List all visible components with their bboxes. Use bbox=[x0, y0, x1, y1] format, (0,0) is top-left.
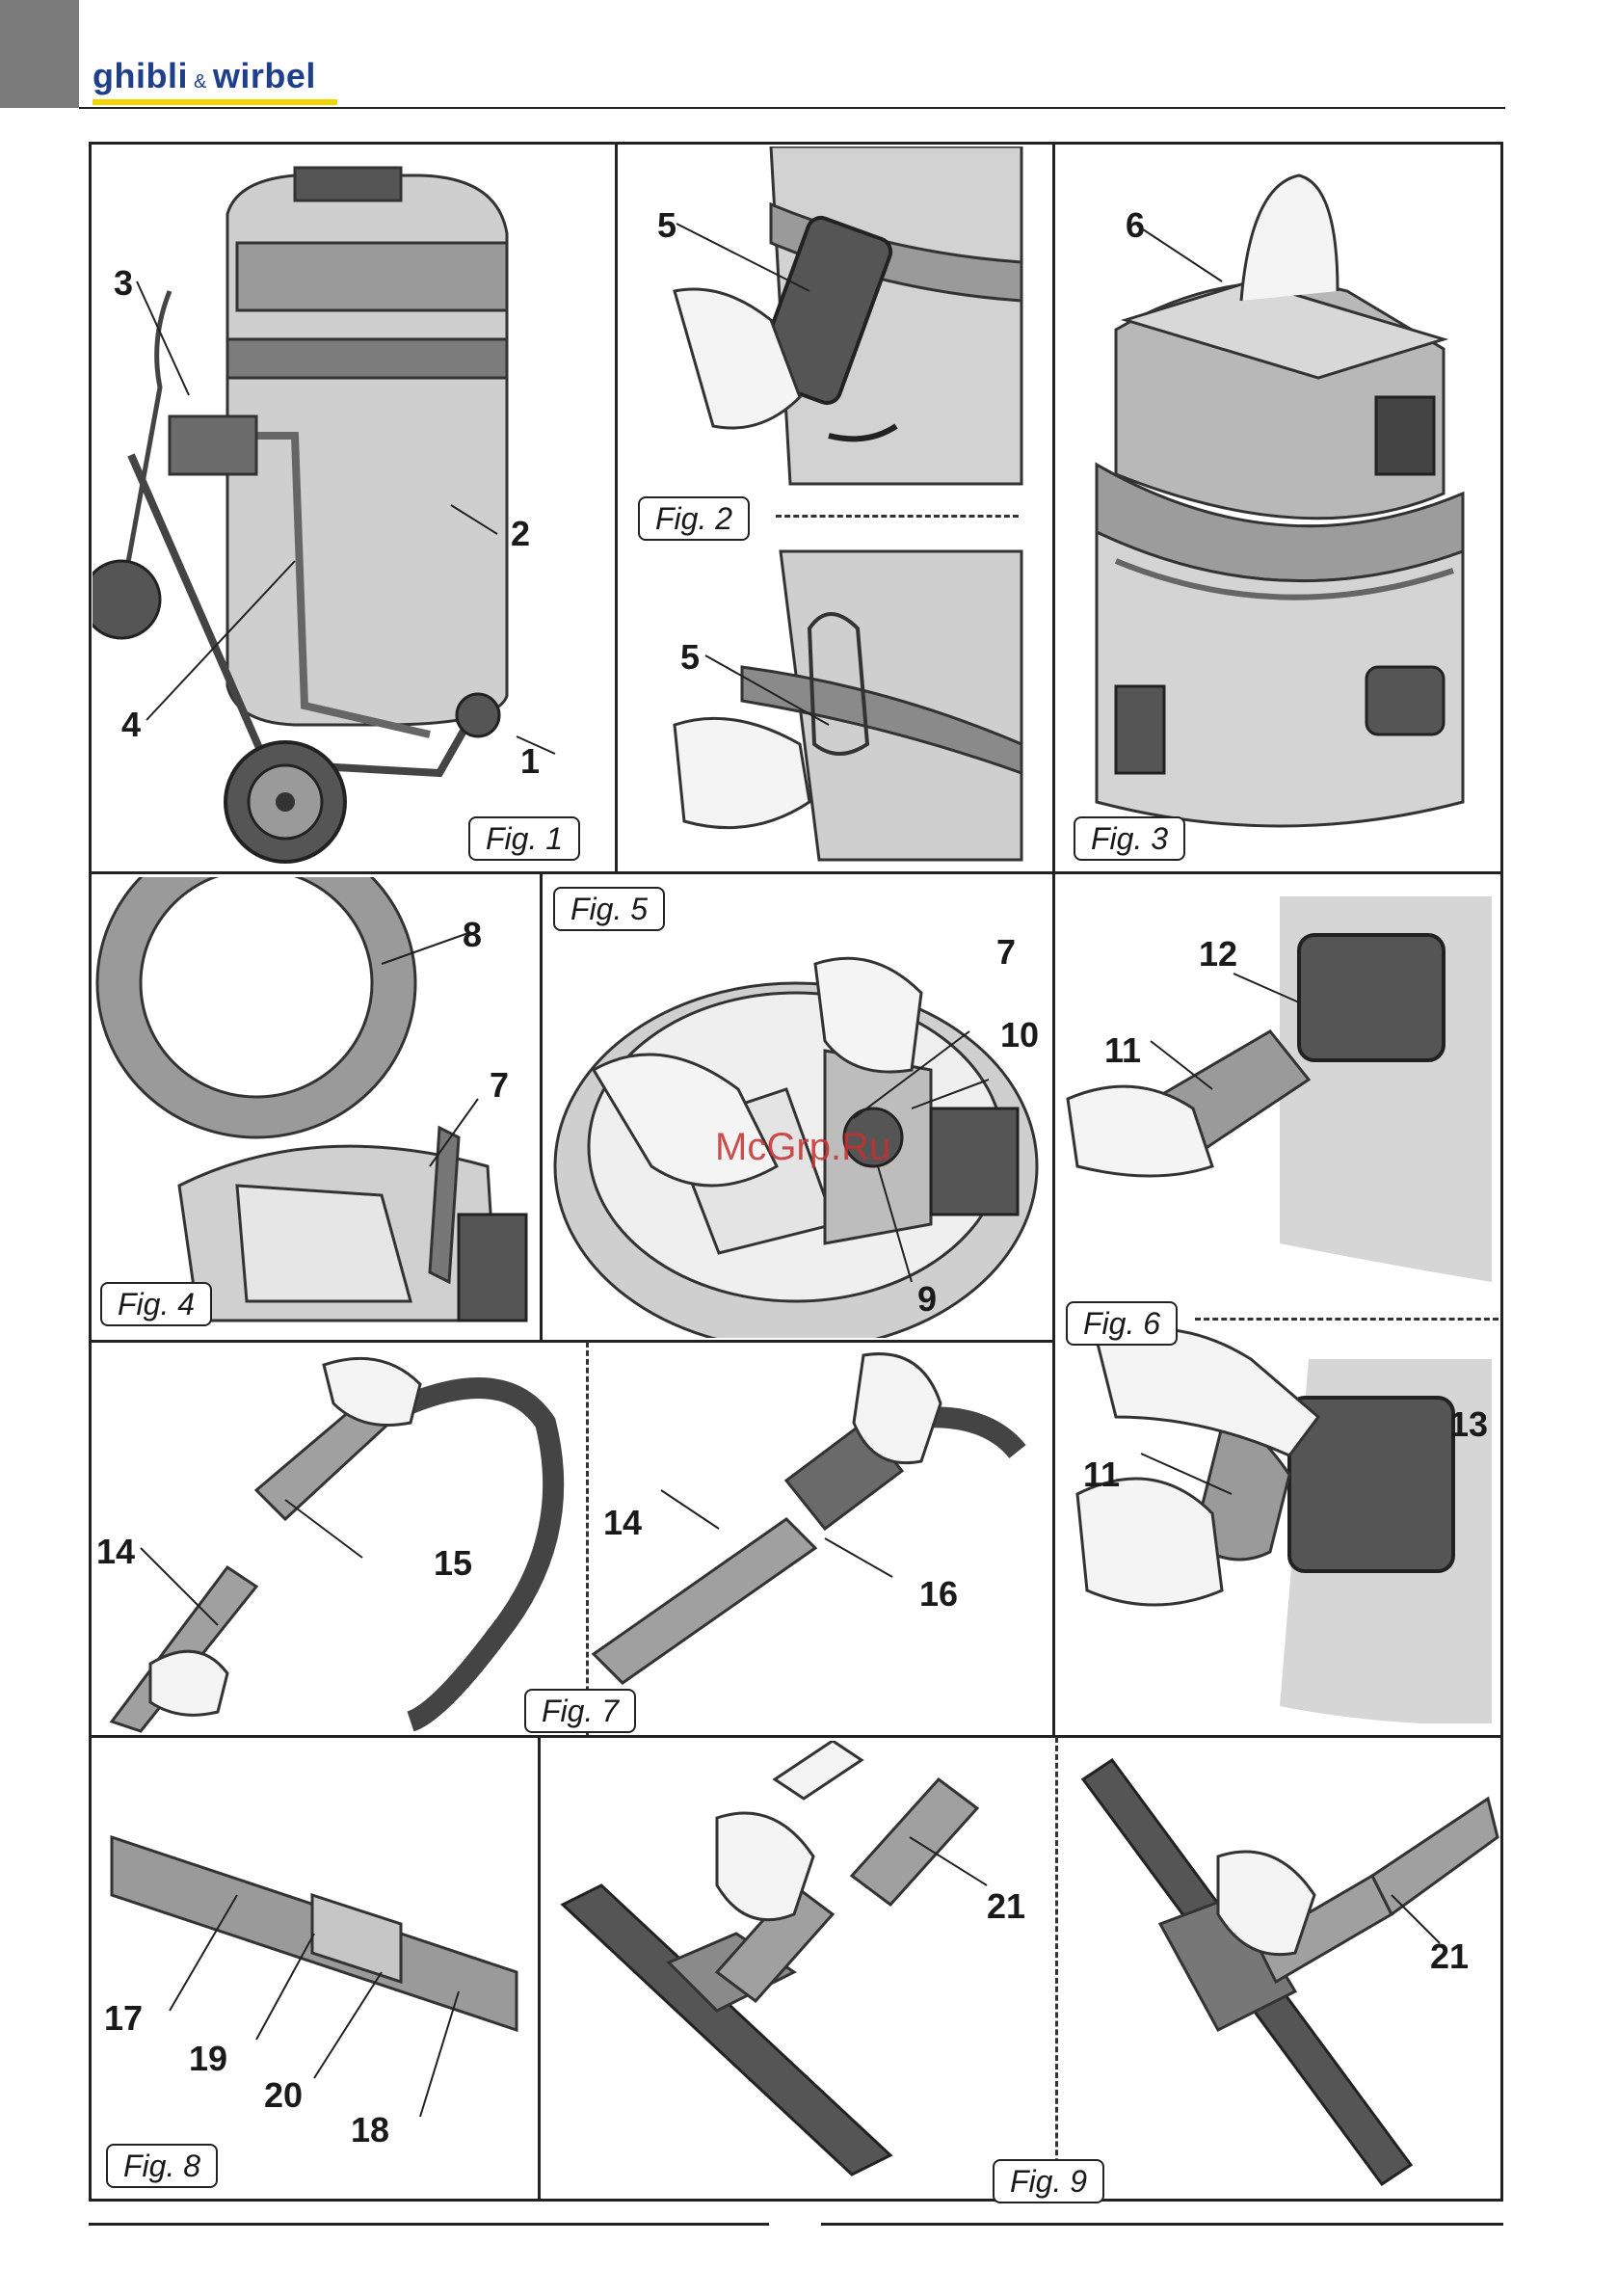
fig9-label: Fig. 9 bbox=[993, 2159, 1104, 2203]
page-corner-tab bbox=[0, 0, 79, 108]
fig5-illustration bbox=[545, 877, 1050, 1338]
fig8-callout-18: 18 bbox=[351, 2113, 389, 2148]
fig1-callout-1: 1 bbox=[520, 744, 540, 779]
fig9-callout-21-left: 21 bbox=[987, 1889, 1025, 1924]
fig7-callout-14-left: 14 bbox=[96, 1535, 135, 1569]
fig5-callout-10: 10 bbox=[1000, 1018, 1039, 1053]
fig2-label: Fig. 2 bbox=[638, 496, 750, 541]
fig3-label: Fig. 3 bbox=[1074, 816, 1185, 861]
fig8-label: Fig. 8 bbox=[106, 2144, 218, 2188]
fig3-callout-6: 6 bbox=[1126, 208, 1145, 243]
fig1-callout-3: 3 bbox=[114, 266, 133, 301]
fig2-callout-5-top: 5 bbox=[657, 208, 676, 243]
col-divider-2a bbox=[540, 871, 543, 1340]
fig9-illustration bbox=[544, 1741, 1499, 2200]
fig6-illustration bbox=[1058, 877, 1499, 1723]
fig6-label: Fig. 6 bbox=[1066, 1301, 1178, 1346]
col-divider-1b bbox=[1052, 142, 1055, 1735]
col-divider-1a bbox=[615, 142, 618, 871]
fig8-illustration bbox=[93, 1741, 536, 2200]
fig4-callout-7: 7 bbox=[490, 1068, 509, 1103]
fig4-label: Fig. 4 bbox=[100, 1282, 212, 1326]
col-divider-4a bbox=[538, 1735, 541, 2202]
brand-logo: ghibli&wirbel bbox=[93, 56, 316, 96]
fig8-callout-17: 17 bbox=[104, 2001, 143, 2036]
footer-rule-left bbox=[89, 2223, 769, 2226]
fig6-callout-11-top: 11 bbox=[1104, 1033, 1141, 1068]
fig5-label: Fig. 5 bbox=[553, 887, 665, 931]
fig5-callout-7: 7 bbox=[996, 935, 1016, 970]
fig7-callout-15: 15 bbox=[434, 1546, 472, 1581]
fig7-label: Fig. 7 bbox=[524, 1689, 636, 1733]
fig7-illustration bbox=[93, 1346, 1050, 1733]
fig7-callout-16: 16 bbox=[919, 1577, 958, 1612]
fig3-illustration bbox=[1058, 147, 1499, 869]
fig8-callout-19: 19 bbox=[189, 2042, 227, 2076]
watermark: McGrp.Ru bbox=[715, 1126, 890, 1169]
fig9-callout-21-right: 21 bbox=[1430, 1939, 1469, 1974]
row-divider-3 bbox=[89, 1735, 1503, 1738]
fig1-callout-4: 4 bbox=[121, 707, 141, 742]
fig2-callout-5-bottom: 5 bbox=[680, 640, 700, 675]
row-divider-1 bbox=[89, 871, 1503, 874]
fig6-callout-12: 12 bbox=[1199, 937, 1237, 972]
fig4-callout-8: 8 bbox=[463, 918, 482, 952]
fig1-callout-2: 2 bbox=[511, 517, 530, 551]
fig6-callout-13: 13 bbox=[1449, 1407, 1488, 1442]
fig6-callout-11-bottom: 11 bbox=[1083, 1457, 1120, 1492]
row-divider-2a bbox=[89, 1340, 1052, 1343]
fig1-label: Fig. 1 bbox=[468, 816, 580, 861]
fig7-callout-14-right: 14 bbox=[603, 1506, 642, 1540]
footer-rule-right bbox=[821, 2223, 1503, 2226]
fig5-callout-9: 9 bbox=[917, 1282, 937, 1317]
fig8-callout-20: 20 bbox=[264, 2078, 303, 2113]
header-rule bbox=[79, 107, 1505, 109]
brand-underline bbox=[93, 99, 337, 105]
